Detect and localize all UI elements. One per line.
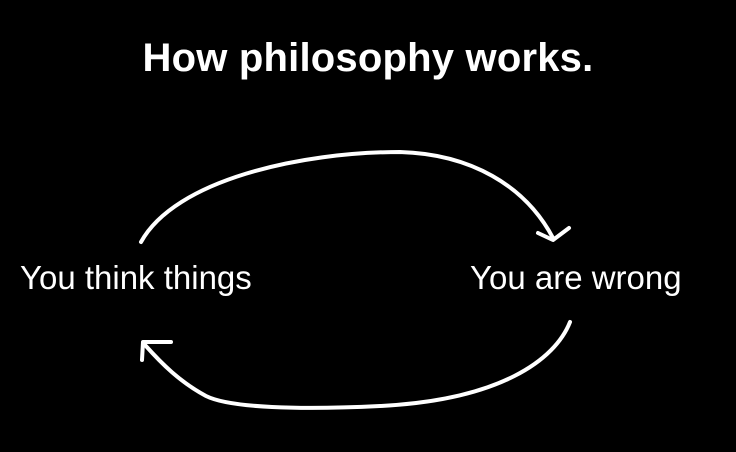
diagram-title: How philosophy works.: [142, 36, 594, 80]
top-arrowhead-icon: [536, 226, 571, 242]
node-you-are-wrong: You are wrong: [470, 259, 682, 296]
bottom-arrowhead-icon: [140, 340, 173, 362]
bottom-arc-arrow: [143, 320, 572, 410]
node-you-think-things: You think things: [20, 259, 252, 296]
top-arc-arrow: [139, 150, 555, 244]
